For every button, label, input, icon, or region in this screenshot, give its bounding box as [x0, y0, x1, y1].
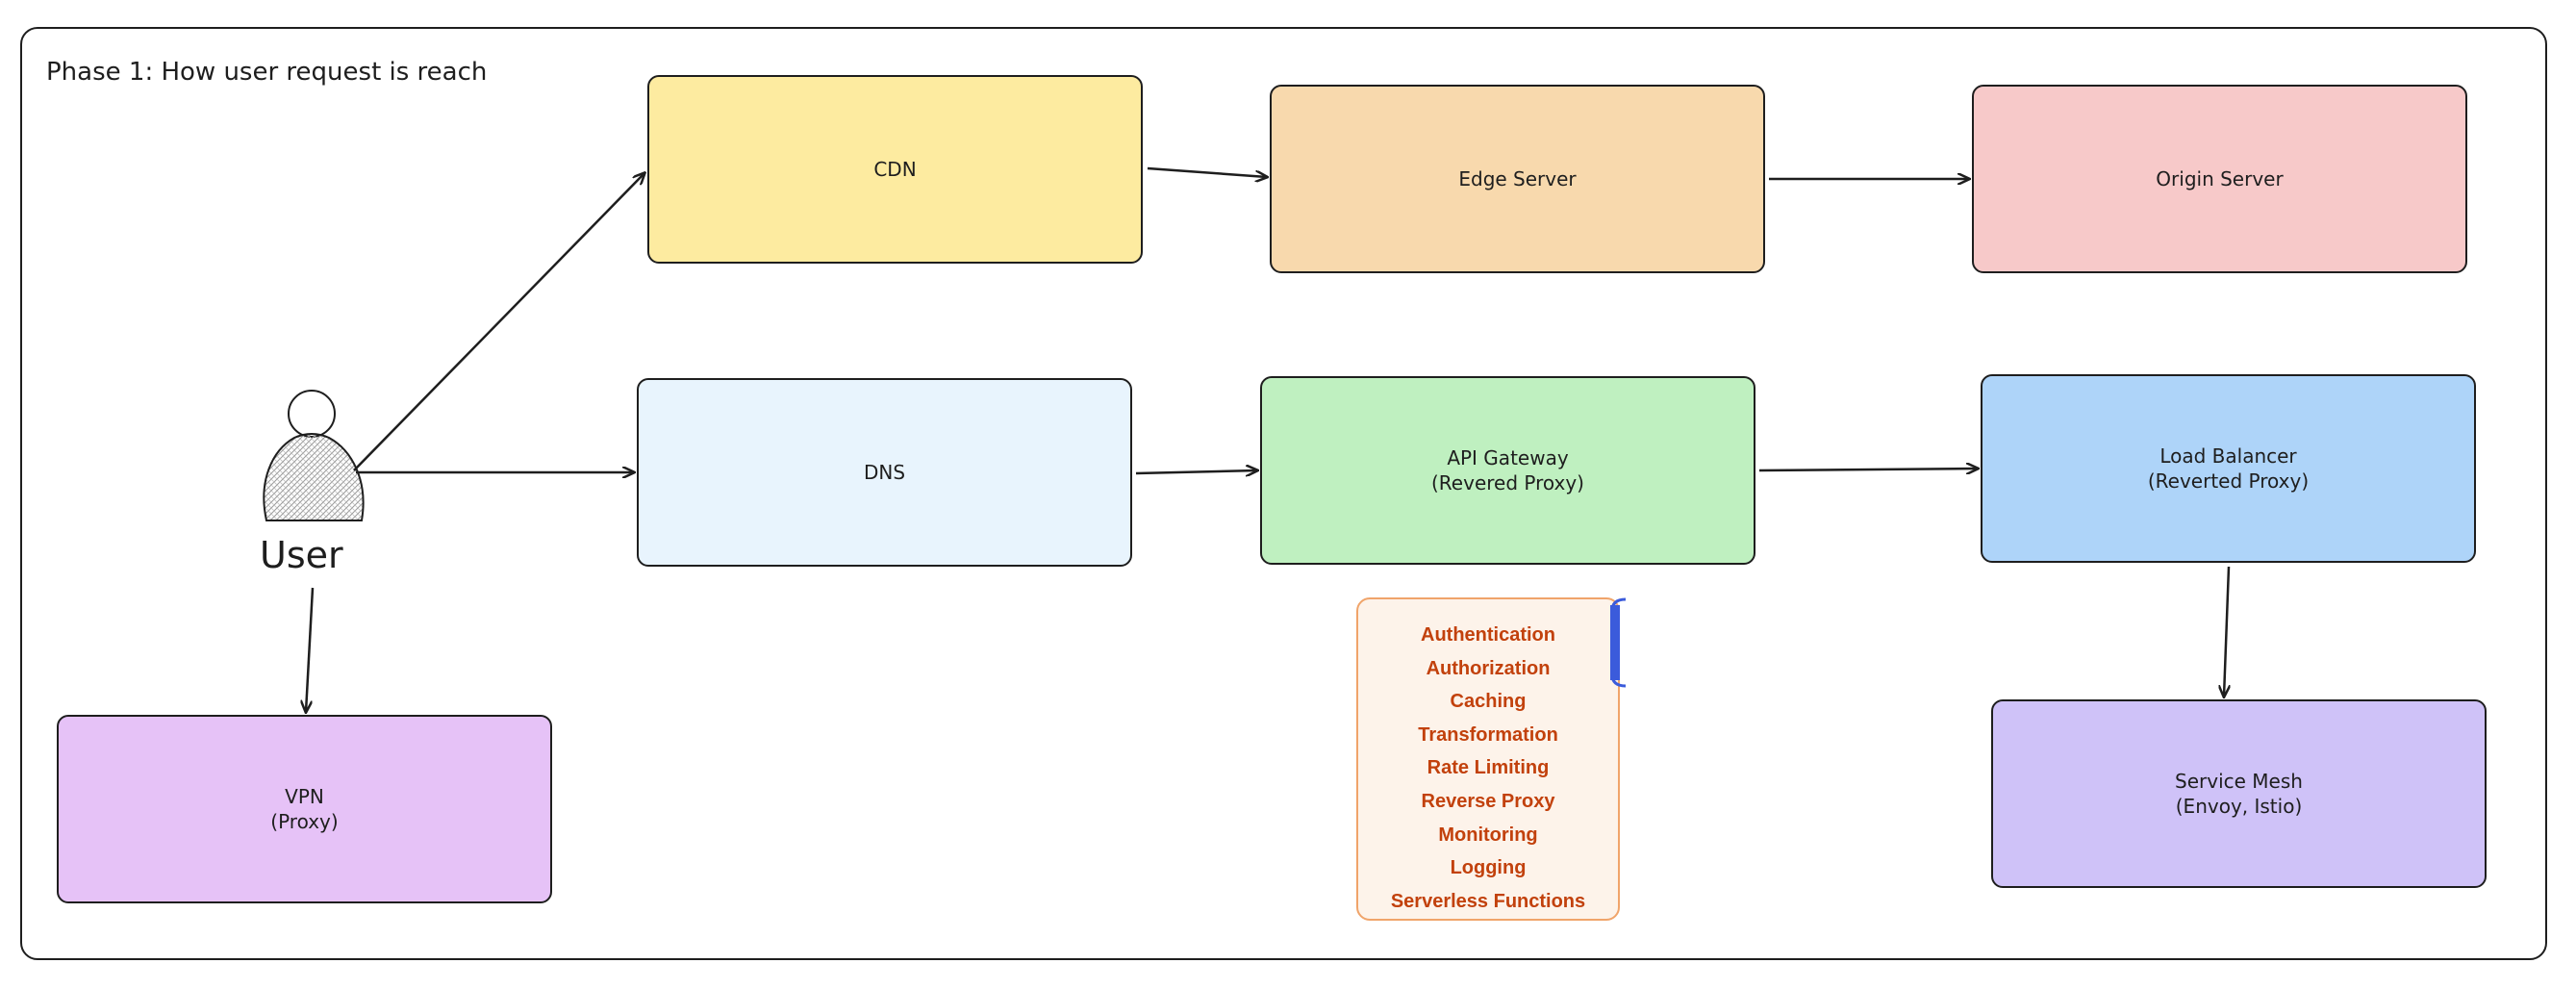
phase-frame [20, 27, 2547, 960]
feature-item: Reverse Proxy [1421, 790, 1555, 812]
api-gateway-label: API Gateway (Revered Proxy) [1431, 446, 1584, 494]
edge-user-cdn [353, 173, 644, 471]
feature-item: Serverless Functions [1390, 890, 1586, 912]
origin-server-node[interactable]: Origin Server [1972, 85, 2467, 273]
feature-item: Logging [1450, 857, 1527, 879]
edge-lb-mesh [2224, 566, 2229, 697]
gateway-features-panel[interactable]: Authentication Authorization Caching Tra… [1356, 597, 1620, 921]
feature-item: Authentication [1421, 624, 1555, 646]
selection-bracket-icon [1610, 597, 1627, 688]
edge-server-node[interactable]: Edge Server [1270, 85, 1765, 273]
feature-item: Rate Limiting [1427, 757, 1550, 779]
vpn-node[interactable]: VPN (Proxy) [57, 715, 552, 903]
feature-item: Authorization [1426, 657, 1551, 679]
cdn-label: CDN [873, 158, 917, 181]
service-mesh-label: Service Mesh (Envoy, Istio) [2175, 770, 2303, 818]
api-gateway-node[interactable]: API Gateway (Revered Proxy) [1260, 376, 1755, 565]
user-figure-icon[interactable] [263, 390, 365, 521]
feature-item: Monitoring [1438, 824, 1538, 846]
diagram-title: Phase 1: How user request is reach [46, 58, 488, 87]
feature-item: Caching [1450, 691, 1527, 713]
load-balancer-label: Load Balancer (Reverted Proxy) [2147, 444, 2310, 493]
cdn-node[interactable]: CDN [647, 75, 1143, 264]
edge-gateway-lb [1758, 469, 1978, 470]
user-label: User [260, 534, 343, 576]
edge-user-vpn [306, 587, 315, 712]
feature-item: Transformation [1418, 723, 1558, 746]
edge-cdn-edge [1147, 166, 1267, 177]
service-mesh-node[interactable]: Service Mesh (Envoy, Istio) [1991, 699, 2487, 888]
dns-label: DNS [863, 461, 906, 484]
edge-dns-gateway [1135, 470, 1257, 473]
dns-node[interactable]: DNS [637, 378, 1132, 567]
edge-server-label: Edge Server [1458, 167, 1577, 190]
origin-server-label: Origin Server [2156, 167, 2284, 190]
load-balancer-node[interactable]: Load Balancer (Reverted Proxy) [1981, 374, 2476, 563]
gateway-features-list: Authentication Authorization Caching Tra… [1358, 619, 1618, 918]
vpn-label: VPN (Proxy) [270, 785, 339, 833]
